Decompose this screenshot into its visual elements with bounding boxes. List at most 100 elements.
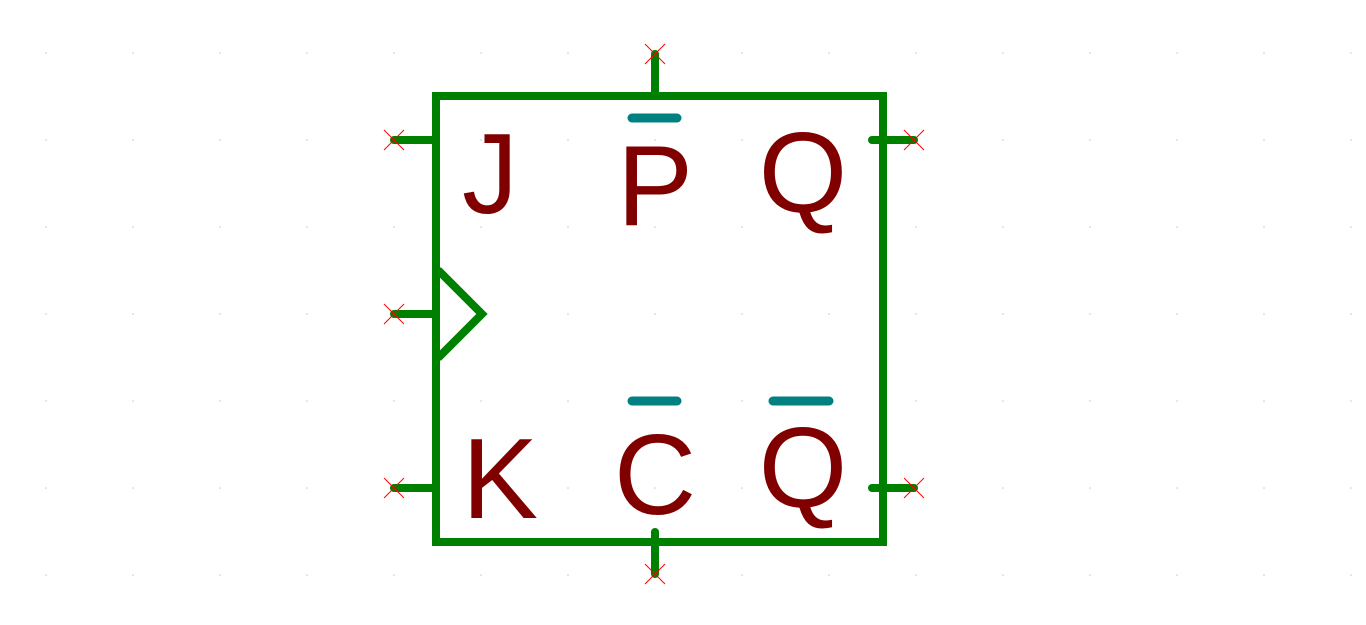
pin-j-label: J <box>462 111 518 238</box>
grid-dots <box>45 52 1352 576</box>
grid-dot <box>480 487 482 489</box>
pin-q-label: Q <box>759 110 848 237</box>
grid-dot <box>306 487 308 489</box>
grid-dot <box>219 139 221 141</box>
grid-dot <box>1263 139 1265 141</box>
grid-dot <box>567 226 569 228</box>
pin-k-end-marker <box>383 477 405 499</box>
pin-q-end-marker <box>903 129 925 151</box>
grid-dot <box>1089 313 1091 315</box>
grid-dot <box>1263 226 1265 228</box>
grid-dot <box>45 487 47 489</box>
grid-dot <box>1089 487 1091 489</box>
grid-dot <box>219 313 221 315</box>
grid-dot <box>45 400 47 402</box>
grid-dot <box>1263 313 1265 315</box>
grid-dot <box>219 400 221 402</box>
pin-clear-label: C <box>614 412 696 539</box>
grid-dot <box>1176 139 1178 141</box>
pin-j-end-marker <box>383 129 405 151</box>
clock-triangle-icon <box>435 267 488 361</box>
grid-dot <box>219 226 221 228</box>
grid-dot <box>741 139 743 141</box>
grid-dot <box>480 226 482 228</box>
grid-dot <box>1089 226 1091 228</box>
grid-dot <box>1002 487 1004 489</box>
grid-dot <box>741 52 743 54</box>
grid-dot <box>1350 487 1352 489</box>
grid-dot <box>1176 313 1178 315</box>
grid-dot <box>1002 139 1004 141</box>
grid-dot <box>306 400 308 402</box>
grid-dot <box>741 487 743 489</box>
grid-dot <box>567 400 569 402</box>
pin-q-bar-end-marker <box>903 477 925 499</box>
grid-dot <box>480 52 482 54</box>
grid-dot <box>393 52 395 54</box>
grid-dot <box>828 226 830 228</box>
grid-dot <box>132 139 134 141</box>
grid-dot <box>306 574 308 576</box>
grid-dot <box>306 226 308 228</box>
grid-dot <box>1089 574 1091 576</box>
grid-dot <box>1002 52 1004 54</box>
grid-dot <box>915 400 917 402</box>
grid-dot <box>828 487 830 489</box>
grid-dot <box>741 313 743 315</box>
grid-dot <box>741 400 743 402</box>
grid-dot <box>1002 226 1004 228</box>
grid-dot <box>219 52 221 54</box>
grid-dot <box>306 52 308 54</box>
grid-dot <box>1089 400 1091 402</box>
grid-dot <box>306 313 308 315</box>
grid-dot <box>45 313 47 315</box>
grid-dot <box>915 226 917 228</box>
grid-dot <box>132 400 134 402</box>
grid-dot <box>132 226 134 228</box>
pin-k-label: K <box>462 416 538 543</box>
grid-dot <box>567 574 569 576</box>
grid-dot <box>480 574 482 576</box>
component-body[interactable] <box>432 92 887 546</box>
grid-dot <box>1176 52 1178 54</box>
grid-dot <box>828 139 830 141</box>
grid-dot <box>1263 52 1265 54</box>
grid-dot <box>132 52 134 54</box>
grid-dot <box>654 487 656 489</box>
grid-dot <box>828 574 830 576</box>
grid-dot <box>1176 226 1178 228</box>
grid-dot <box>1263 574 1265 576</box>
grid-dot <box>1350 313 1352 315</box>
grid-dot <box>1350 52 1352 54</box>
grid-dot <box>1089 139 1091 141</box>
grid-dot <box>393 400 395 402</box>
grid-dot <box>741 226 743 228</box>
grid-dot <box>1350 226 1352 228</box>
grid-dot <box>1350 574 1352 576</box>
grid-dot <box>45 226 47 228</box>
grid-dot <box>1176 400 1178 402</box>
grid-dot <box>1002 400 1004 402</box>
grid-dot <box>480 400 482 402</box>
grid-dot <box>393 226 395 228</box>
grid-dot <box>45 139 47 141</box>
grid-dot <box>1089 52 1091 54</box>
grid-dot <box>1263 400 1265 402</box>
grid-dot <box>219 574 221 576</box>
flip-flop-symbol[interactable]: J P Q K C Q <box>383 43 925 585</box>
pin-preset-end-marker <box>644 43 666 65</box>
grid-dot <box>654 139 656 141</box>
grid-dot <box>828 313 830 315</box>
grid-dot <box>1263 487 1265 489</box>
grid-dot <box>219 487 221 489</box>
grid-dot <box>132 487 134 489</box>
grid-dot <box>1002 574 1004 576</box>
grid-dot <box>393 574 395 576</box>
grid-dot <box>1350 400 1352 402</box>
grid-dot <box>480 139 482 141</box>
grid-dot <box>132 574 134 576</box>
pin-q-bar-label: Q <box>759 405 848 532</box>
pin-preset-label: P <box>617 123 693 250</box>
